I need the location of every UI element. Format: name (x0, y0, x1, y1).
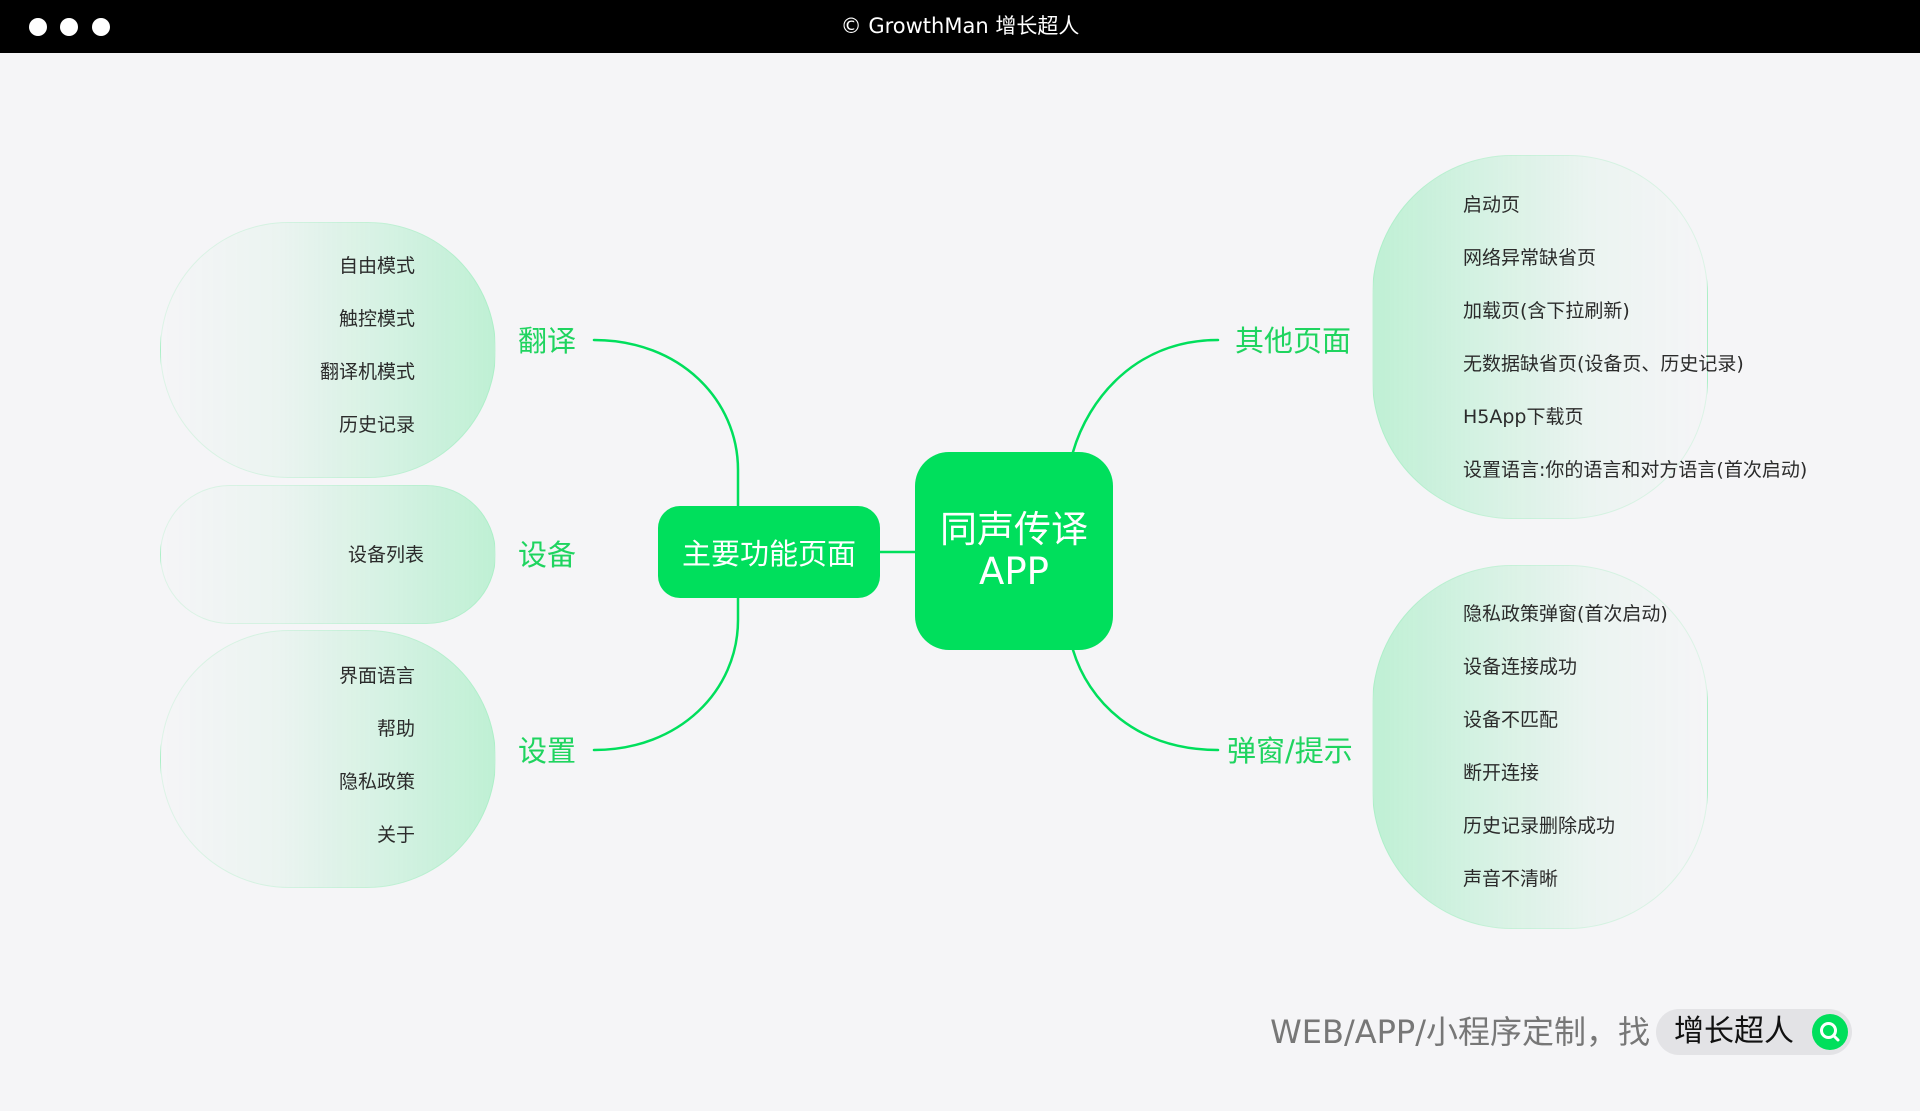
link-hub-settings (592, 596, 740, 752)
root-node[interactable]: 同声传译 APP (915, 452, 1113, 650)
other-pages-group-bubble (1372, 155, 1708, 519)
main-functions-label: 主要功能页面 (681, 537, 856, 571)
link-root-popups (1071, 648, 1220, 752)
leaf-history[interactable]: 历史记录 (338, 414, 415, 436)
leaf-loading-page[interactable]: 加载页(含下拉刷新) (1463, 300, 1630, 322)
leaf-device-list[interactable]: 设备列表 (347, 544, 424, 566)
leaf-touch-mode[interactable]: 触控模式 (338, 308, 415, 330)
settings-group-bubble (160, 630, 496, 888)
leaf-ui-language[interactable]: 界面语言 (338, 665, 415, 687)
leaf-network-error-page[interactable]: 网络异常缺省页 (1463, 247, 1597, 269)
search-icon[interactable] (1812, 1014, 1848, 1050)
window-titlebar: © GrowthMan 增长超人 (0, 0, 1920, 53)
brand-name: 增长超人 (1674, 1014, 1794, 1049)
window-dot-3[interactable] (92, 18, 110, 36)
translate-group-bubble (160, 222, 496, 478)
leaf-privacy-popup[interactable]: 隐私政策弹窗(首次启动) (1463, 603, 1668, 625)
root-title-line1: 同声传译 (940, 508, 1088, 551)
branch-translate[interactable]: 翻译 (518, 324, 577, 358)
brand-search-pill[interactable]: 增长超人 (1656, 1009, 1852, 1055)
leaf-privacy-policy[interactable]: 隐私政策 (338, 771, 415, 793)
leaf-device-mismatch[interactable]: 设备不匹配 (1463, 709, 1559, 731)
branch-popups[interactable]: 弹窗/提示 (1227, 734, 1353, 768)
leaf-h5-download-page[interactable]: H5App下载页 (1463, 406, 1584, 428)
leaf-empty-data-page[interactable]: 无数据缺省页(设备页、历史记录) (1463, 353, 1744, 375)
branch-other-pages[interactable]: 其他页面 (1235, 324, 1352, 358)
branch-device[interactable]: 设备 (518, 538, 577, 572)
leaf-splash-page[interactable]: 启动页 (1463, 194, 1521, 216)
link-root-other (1071, 338, 1220, 454)
main-functions-node[interactable]: 主要功能页面 (658, 506, 880, 598)
branch-settings[interactable]: 设置 (518, 734, 577, 768)
leaf-set-language-page[interactable]: 设置语言:你的语言和对方语言(首次启动) (1463, 459, 1808, 481)
leaf-unclear-sound[interactable]: 声音不清晰 (1463, 868, 1559, 890)
leaf-device-connected[interactable]: 设备连接成功 (1463, 656, 1578, 678)
leaf-help[interactable]: 帮助 (376, 718, 415, 740)
footer-tagline: WEB/APP/小程序定制，找 (1270, 1013, 1650, 1051)
leaf-free-mode[interactable]: 自由模式 (338, 255, 415, 277)
window-dot-2[interactable] (60, 18, 78, 36)
root-title-line2: APP (979, 550, 1049, 593)
link-hub-translate (592, 338, 740, 508)
leaf-translator-mode[interactable]: 翻译机模式 (319, 361, 415, 383)
window-dot-1[interactable] (29, 18, 47, 36)
leaf-history-deleted[interactable]: 历史记录删除成功 (1463, 815, 1616, 837)
window-title: © GrowthMan 增长超人 (840, 14, 1080, 38)
device-group-bubble (160, 485, 496, 624)
leaf-about[interactable]: 关于 (376, 824, 415, 846)
popups-group-bubble (1372, 565, 1708, 929)
leaf-disconnected[interactable]: 断开连接 (1463, 762, 1540, 784)
